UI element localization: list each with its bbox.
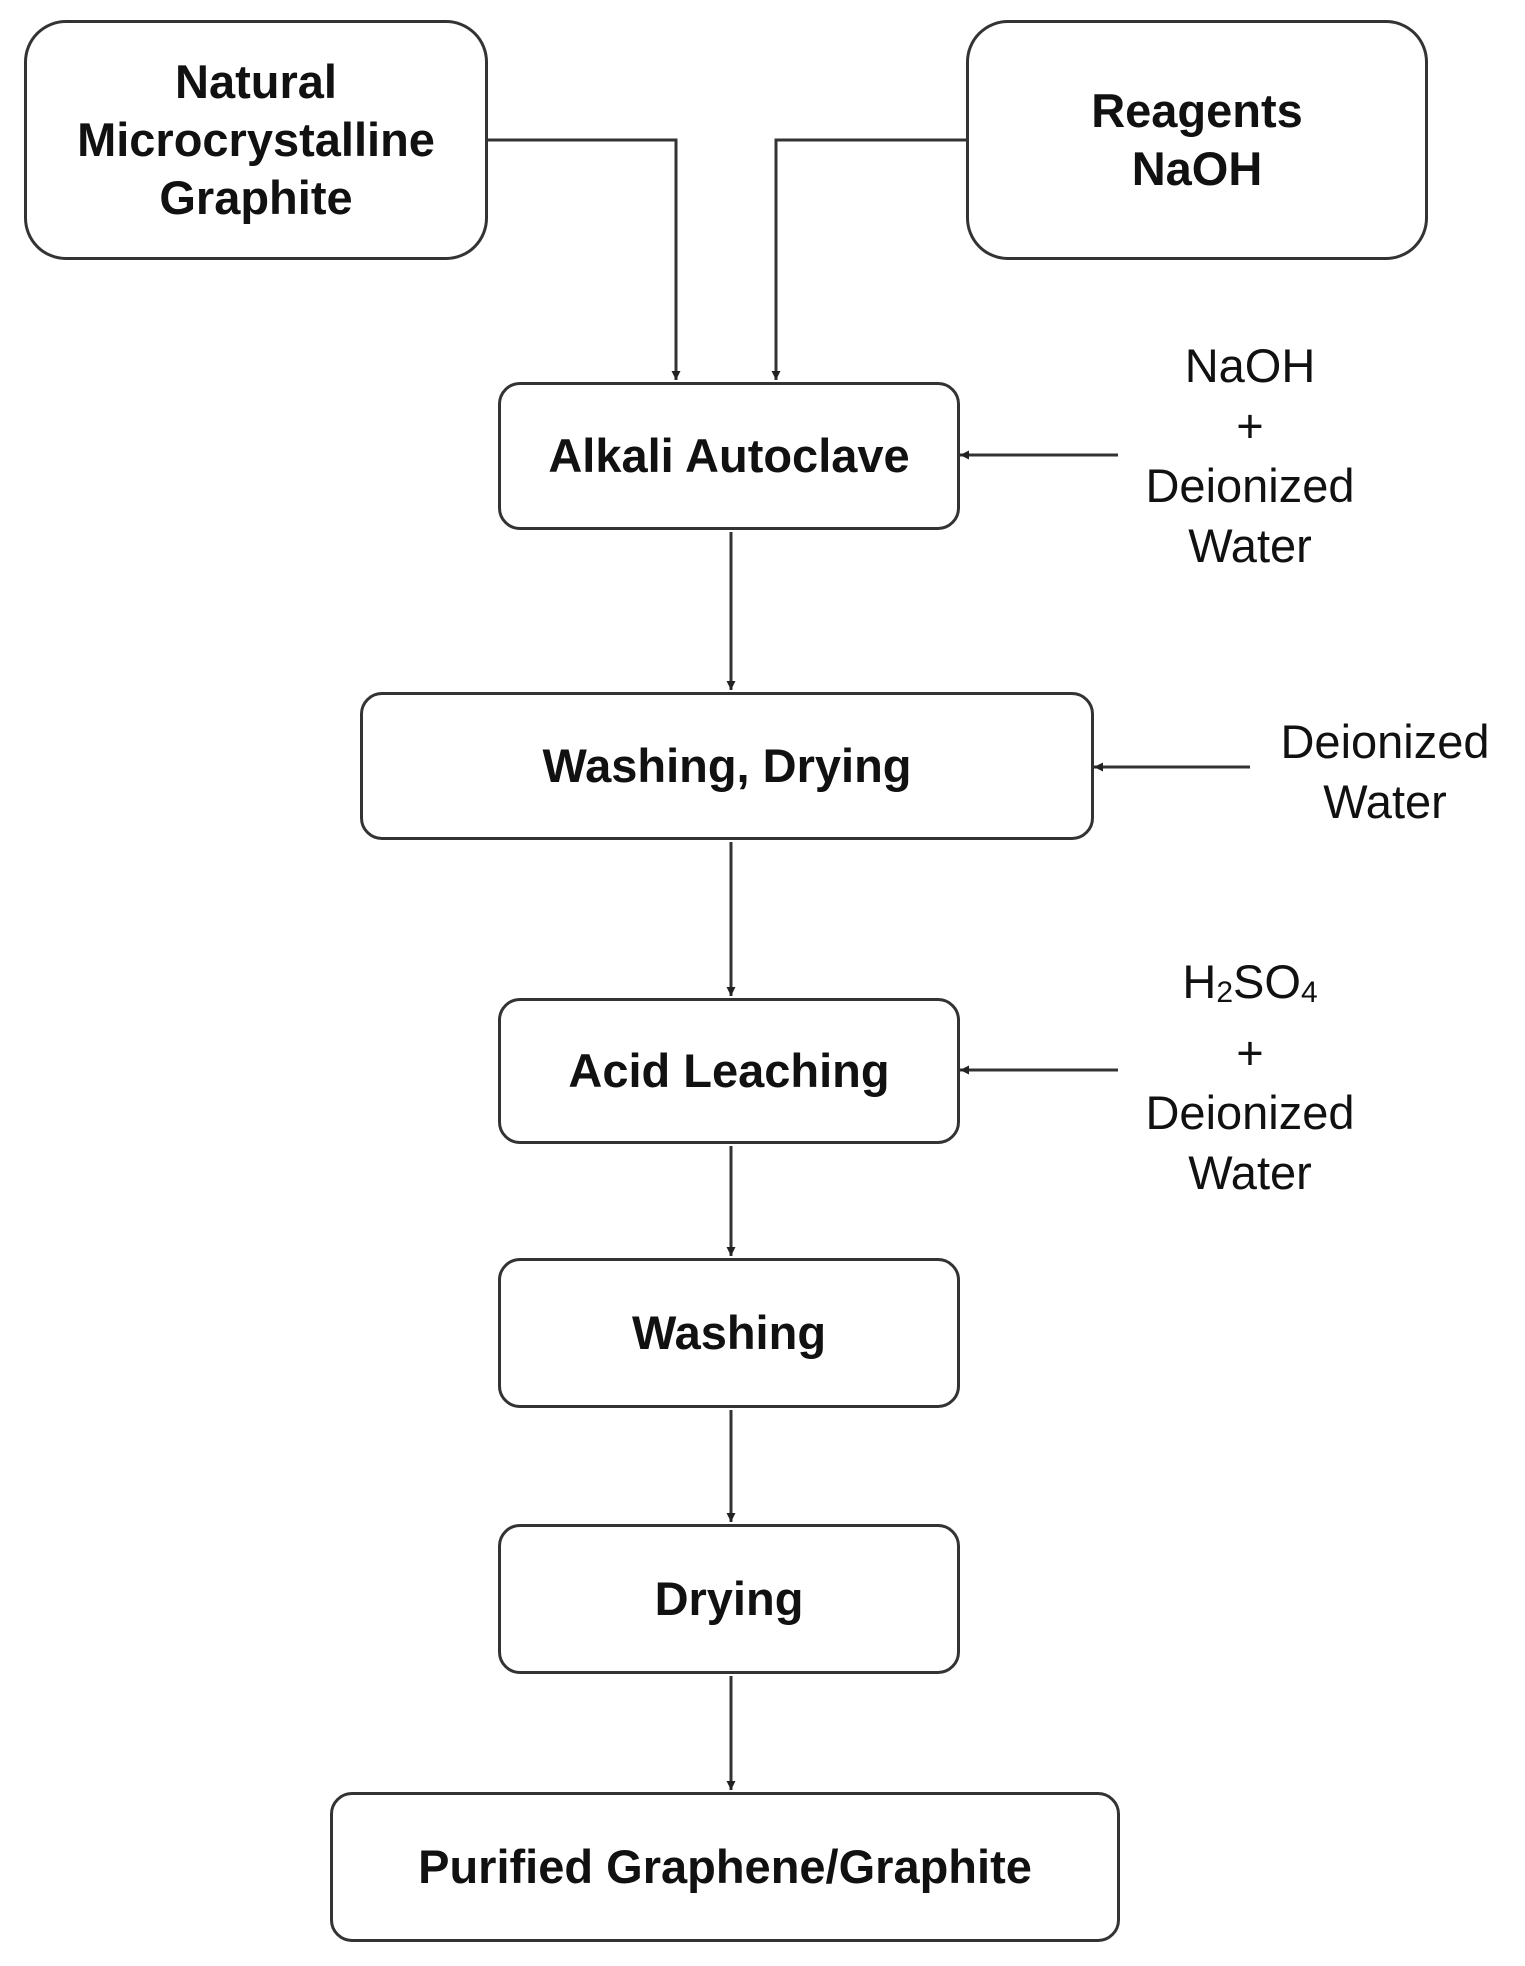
graphite-input-box: Natural Microcrystalline Graphite — [24, 20, 488, 260]
product-label: Purified Graphene/Graphite — [418, 1840, 1032, 1893]
product-box: Purified Graphene/Graphite — [330, 1792, 1120, 1942]
acid-leaching-label: Acid Leaching — [568, 1044, 890, 1097]
acid-leaching-side-input-line-2: + — [1236, 1026, 1264, 1079]
washing-drying-side-input-line-2: Water — [1323, 775, 1447, 828]
acid-leaching-side-input-line-4: Water — [1188, 1146, 1312, 1199]
acid-leaching-box: Acid Leaching — [498, 998, 960, 1144]
reagents-input-box: Reagents NaOH — [966, 20, 1428, 260]
reagents-label-line-1: Reagents — [1091, 84, 1303, 137]
washing-drying-box: Washing, Drying — [360, 692, 1094, 840]
alkali-autoclave-label: Alkali Autoclave — [548, 429, 910, 482]
washing-label: Washing — [631, 1306, 827, 1359]
arrow-graphite-to-autoclave — [488, 138, 681, 380]
acid-leaching-side-input: H2SO4 + Deionized Water — [1110, 952, 1390, 1203]
alkali-autoclave-box: Alkali Autoclave — [498, 382, 960, 530]
autoclave-side-input-line-4: Water — [1188, 519, 1312, 572]
autoclave-side-input: NaOH + Deionized Water — [1110, 336, 1390, 576]
graphite-label-line-2: Microcrystalline — [77, 113, 435, 166]
washing-box: Washing — [498, 1258, 960, 1408]
acid-leaching-side-input-line-3: Deionized — [1145, 1086, 1355, 1139]
drying-label: Drying — [654, 1572, 804, 1625]
washing-drying-side-input-line-1: Deionized — [1280, 715, 1490, 768]
autoclave-side-input-line-3: Deionized — [1145, 459, 1355, 512]
reagents-label-line-2: NaOH — [1131, 142, 1263, 195]
drying-box: Drying — [498, 1524, 960, 1674]
autoclave-side-input-line-1: NaOH — [1184, 339, 1316, 392]
autoclave-side-input-line-2: + — [1236, 399, 1264, 452]
arrow-reagents-to-autoclave — [771, 138, 966, 380]
sulfuric-acid-formula: H2SO4 — [1182, 955, 1318, 1009]
graphite-label-line-3: Graphite — [159, 171, 353, 224]
graphite-label-line-1: Natural — [175, 55, 337, 108]
washing-drying-label: Washing, Drying — [542, 739, 912, 792]
washing-drying-side-input: Deionized Water — [1250, 712, 1520, 832]
